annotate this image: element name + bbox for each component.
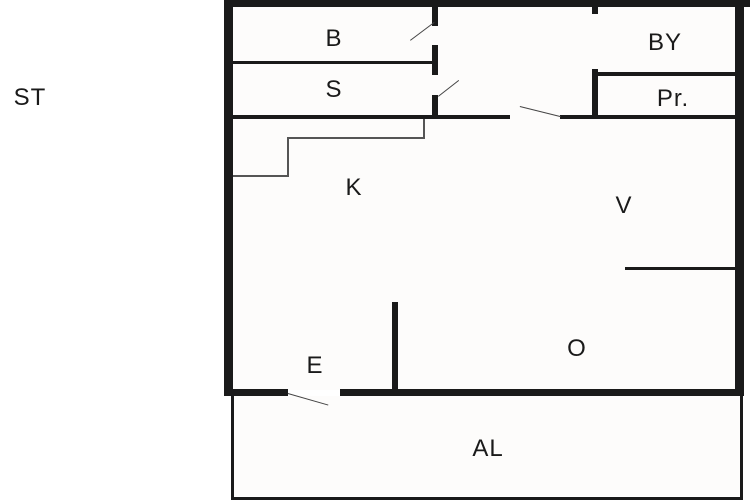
balcony-bottom [231, 497, 743, 500]
label-closet: Pr. [656, 85, 690, 112]
wall-bs-vertical-2 [432, 45, 438, 75]
wall-by-pr [598, 72, 736, 76]
label-sauna: S [325, 76, 343, 103]
label-outside: ST [13, 84, 47, 111]
wall-wardrobe [625, 267, 736, 270]
counter-line-4 [233, 175, 289, 177]
balcony-floor [233, 396, 741, 496]
apartment-floor [232, 6, 736, 390]
wall-top [224, 0, 750, 7]
label-entrance: E [306, 352, 324, 379]
wall-pr-vertical [592, 69, 598, 117]
counter-line-1 [423, 119, 425, 138]
balcony-right [740, 396, 743, 500]
label-balcony: AL [472, 435, 504, 462]
label-wardrobe: V [615, 192, 633, 219]
wall-upper-rooms-bottom-right [560, 115, 736, 119]
counter-line-2 [287, 137, 425, 139]
wall-b-s [233, 61, 433, 64]
wall-bottom-left [224, 389, 288, 396]
label-bedroom: BY [647, 29, 683, 56]
wall-by-stub [592, 6, 598, 14]
wall-living-vertical [392, 302, 398, 392]
label-living: O [567, 335, 587, 362]
wall-right [735, 0, 744, 396]
wall-bs-vertical-3 [432, 95, 438, 117]
label-bath: B [325, 25, 343, 52]
wall-left [224, 0, 233, 396]
balcony-left [231, 396, 234, 500]
wall-bottom-right [340, 389, 744, 396]
wall-bs-vertical-1 [432, 6, 438, 26]
wall-upper-rooms-bottom [233, 115, 510, 119]
counter-line-3 [287, 137, 289, 177]
label-kitchen: K [345, 174, 363, 201]
